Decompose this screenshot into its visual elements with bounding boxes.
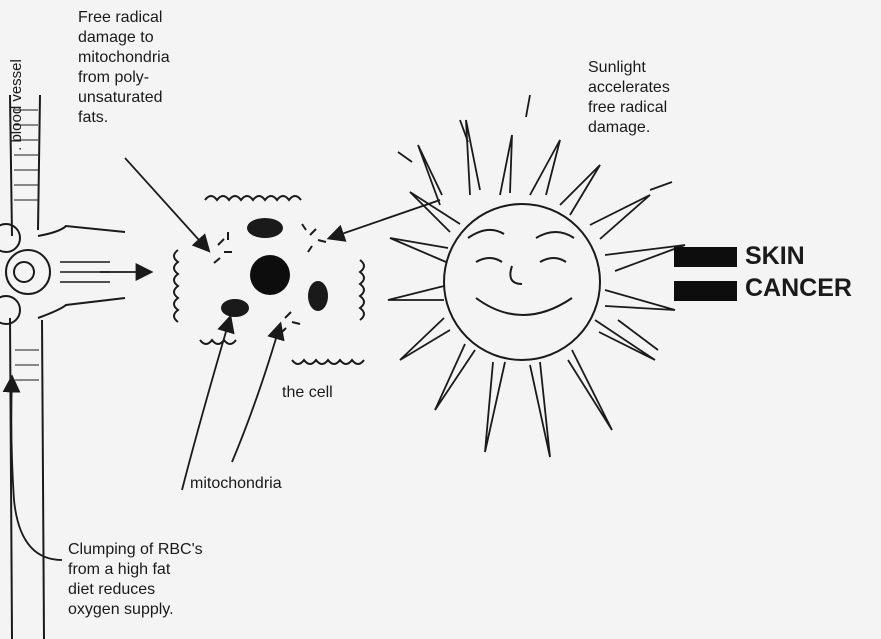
pointer-lines [11, 158, 440, 560]
nucleus [250, 255, 290, 295]
label-clumping: Clumping of RBC's from a high fat diet r… [68, 540, 203, 620]
sun [444, 204, 600, 360]
label-blood-vessel: . blood vessel [7, 50, 27, 160]
heading-skin: SKIN [745, 242, 805, 270]
label-free-radical: Free radical damage to mitochondria from… [78, 8, 170, 128]
label-the-cell: the cell [282, 383, 333, 403]
label-sunlight: Sunlight accelerates free radical damage… [588, 58, 670, 138]
label-mitochondria: mitochondria [190, 474, 282, 494]
heading-bar-2 [674, 281, 737, 301]
heading-cancer: CANCER [745, 274, 852, 302]
sun-rays [388, 95, 685, 457]
red-blood-cells [0, 224, 50, 324]
heading-bar-1 [674, 247, 737, 267]
